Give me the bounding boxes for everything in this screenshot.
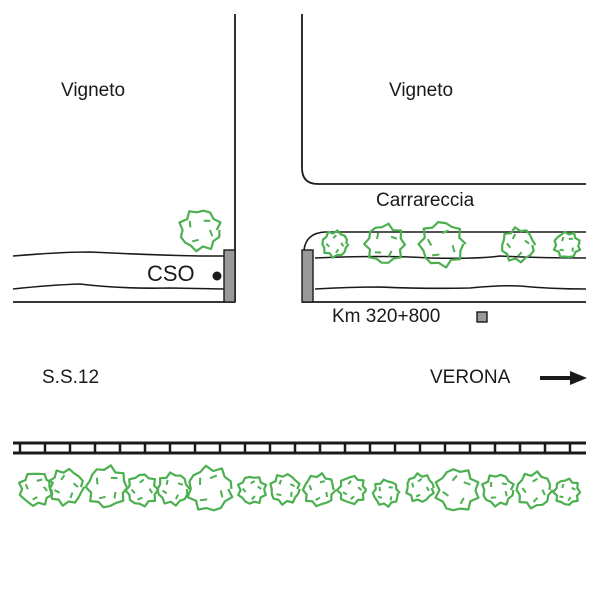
- cso-label: CSO: [147, 261, 195, 286]
- tree-icon: [156, 471, 191, 507]
- tree-icon: [186, 464, 234, 512]
- direction-label: VERONA: [430, 367, 511, 388]
- tree-icon: [363, 222, 407, 264]
- tree-icon: [236, 475, 268, 505]
- tree-icon: [84, 464, 130, 509]
- tree-icon: [552, 230, 582, 259]
- tree-icon: [552, 477, 582, 506]
- tree-icon: [481, 473, 515, 508]
- cso-point-dot-icon: [212, 271, 222, 281]
- cart-track-label: Carrareccia: [376, 190, 475, 211]
- tree-icon: [321, 229, 350, 259]
- km-marker-label: Km 320+800: [332, 306, 441, 327]
- tree-icon: [434, 468, 480, 512]
- tree-icon: [417, 221, 467, 269]
- vineyard-left-label: Vigneto: [61, 80, 126, 101]
- right-post: [301, 249, 314, 303]
- right-lane-line: [314, 284, 587, 290]
- left-post: [223, 249, 236, 303]
- right-lane-line: [314, 255, 587, 260]
- left-lane-line: [12, 251, 224, 257]
- tree-icon: [405, 472, 435, 503]
- tree-icon: [269, 473, 301, 506]
- tree-icon: [18, 472, 54, 507]
- tree-icon: [335, 474, 368, 506]
- arrow-right-icon: [540, 371, 587, 385]
- tree-icon: [48, 467, 86, 507]
- tree-icon: [501, 226, 537, 264]
- km-marker-square-icon: [476, 311, 488, 323]
- vineyard-right-label: Vigneto: [389, 80, 454, 101]
- right-track-edge: [303, 231, 586, 251]
- tree-icon: [124, 473, 160, 508]
- tree-icon: [178, 209, 222, 253]
- tree-icon: [301, 472, 337, 508]
- railway-track: [13, 441, 586, 455]
- right-field-boundary: [301, 14, 586, 185]
- road-label: S.S.12: [42, 367, 100, 388]
- tree-icon: [515, 470, 554, 510]
- tree-icon: [371, 478, 401, 508]
- left-lane-line: [12, 283, 225, 290]
